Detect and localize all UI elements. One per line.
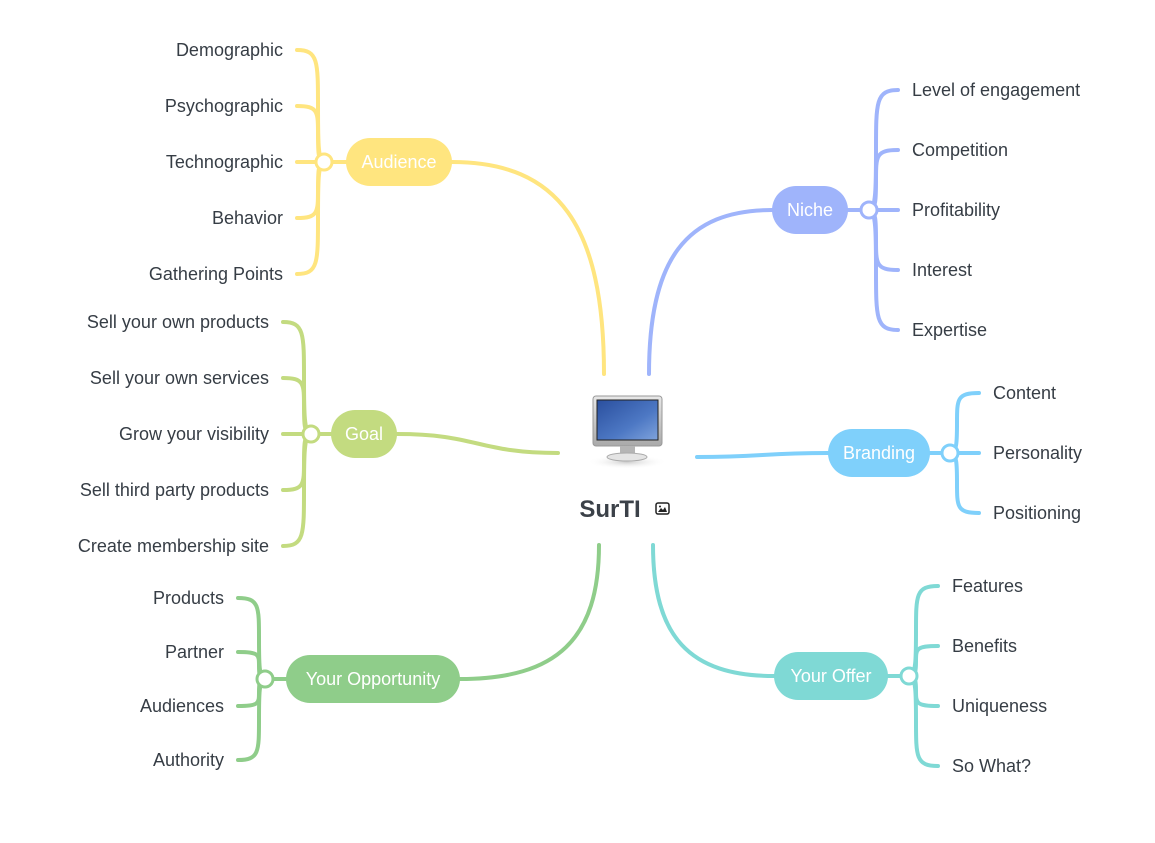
topic-pill <box>828 429 930 477</box>
leaf-topic[interactable]: Personality <box>993 443 1082 463</box>
central-topic[interactable]: SurTI <box>579 395 670 523</box>
collapse-toggle[interactable] <box>940 443 960 463</box>
leaf-topic[interactable]: Technographic <box>166 152 283 172</box>
leaf-topic[interactable]: Content <box>993 383 1056 403</box>
leaf-topic[interactable]: Behavior <box>212 208 283 228</box>
leaf-topic[interactable]: Level of engagement <box>912 80 1080 100</box>
collapse-toggle[interactable] <box>301 424 321 444</box>
leaf-connector <box>907 674 940 768</box>
branch-niche: Level of engagementCompetitionProfitabil… <box>772 80 1080 340</box>
leaf-topic[interactable]: Sell your own products <box>87 312 269 332</box>
image-icon[interactable] <box>655 502 670 515</box>
topic-label: Your Offer <box>790 666 871 686</box>
niche-topic[interactable]: Niche <box>772 186 848 234</box>
leaf-topic[interactable]: So What? <box>952 756 1031 776</box>
audience-link <box>450 160 606 376</box>
leaf-connector <box>907 584 940 678</box>
leaf-connector <box>948 451 981 515</box>
your-opportunity-topic[interactable]: Your Opportunity <box>286 655 460 703</box>
branding-topic[interactable]: Branding <box>828 429 930 477</box>
topic-label: Niche <box>787 200 833 220</box>
leaf-topic[interactable]: Benefits <box>952 636 1017 656</box>
leaf-topic[interactable]: Psychographic <box>165 96 283 116</box>
leaf-topic[interactable]: Sell your own services <box>90 368 269 388</box>
your-offer-topic[interactable]: Your Offer <box>774 652 888 700</box>
leaf-topic[interactable]: Partner <box>165 642 224 662</box>
leaf-topic[interactable]: Interest <box>912 260 972 280</box>
your-opportunity-link <box>458 543 601 681</box>
leaf-topic[interactable]: Products <box>153 588 224 608</box>
leaf-topic[interactable]: Profitability <box>912 200 1000 220</box>
niche-link <box>647 208 774 376</box>
topic-label: Your Opportunity <box>306 669 440 689</box>
computer-monitor-icon <box>587 395 667 469</box>
goal-topic[interactable]: Goal <box>331 410 397 458</box>
branding-link <box>695 451 830 459</box>
topic-label: Branding <box>843 443 915 463</box>
leaf-connector <box>236 677 267 762</box>
leaf-topic[interactable]: Positioning <box>993 503 1081 523</box>
topic-label: Audience <box>361 152 436 172</box>
central-title: SurTI <box>579 496 640 523</box>
leaf-topic[interactable]: Grow your visibility <box>119 424 269 444</box>
leaf-topic[interactable]: Uniqueness <box>952 696 1047 716</box>
collapse-toggle[interactable] <box>255 669 275 689</box>
leaf-topic[interactable]: Authority <box>153 750 224 770</box>
leaf-topic[interactable]: Sell third party products <box>80 480 269 500</box>
topic-pill <box>772 186 848 234</box>
audience-topic[interactable]: Audience <box>346 138 452 186</box>
leaf-topic[interactable]: Gathering Points <box>149 264 283 284</box>
collapse-toggle[interactable] <box>314 152 334 172</box>
your-offer-link <box>651 543 776 678</box>
branch-audience: DemographicPsychographicTechnographicBeh… <box>149 40 452 284</box>
topic-pill <box>346 138 452 186</box>
leaf-topic[interactable]: Audiences <box>140 696 224 716</box>
topic-label: Goal <box>345 424 383 444</box>
leaf-topic[interactable]: Create membership site <box>78 536 269 556</box>
leaf-topic[interactable]: Expertise <box>912 320 987 340</box>
topic-pill <box>331 410 397 458</box>
leaf-topic[interactable]: Features <box>952 576 1023 596</box>
leaf-topic[interactable]: Demographic <box>176 40 283 60</box>
topic-pill <box>286 655 460 703</box>
leaf-connector <box>948 391 981 455</box>
leaf-connector <box>867 148 900 212</box>
goal-link <box>395 432 560 455</box>
collapse-toggle[interactable] <box>899 666 919 686</box>
topic-pill <box>774 652 888 700</box>
collapse-toggle[interactable] <box>859 200 879 220</box>
leaf-topic[interactable]: Competition <box>912 140 1008 160</box>
